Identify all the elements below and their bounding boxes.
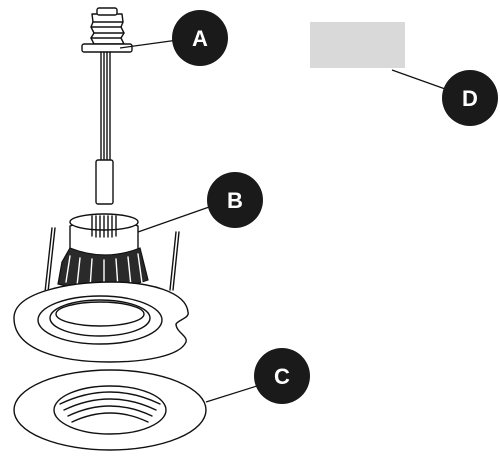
socket-flange	[81, 43, 133, 53]
socket-adapter-part	[81, 7, 133, 205]
socket-tip	[96, 7, 118, 16]
led-module-part	[13, 213, 189, 363]
leader-line-d	[391, 69, 449, 91]
lens-highlight	[55, 301, 145, 327]
callout-b-circle	[207, 172, 263, 228]
heat-sink-fins	[65, 253, 143, 290]
wire-connector	[95, 159, 114, 205]
callout-a-circle	[172, 10, 228, 66]
label-patch	[310, 22, 405, 68]
trim-ring-steps	[59, 391, 161, 423]
socket-thread-body	[90, 13, 125, 45]
trim-ring-inner	[53, 385, 167, 435]
callout-a-label: A	[192, 26, 208, 51]
driver-ribs	[91, 215, 117, 238]
trim-ring-part	[13, 369, 207, 451]
socket-wires	[100, 51, 111, 161]
socket-thread-lines	[90, 21, 125, 39]
callout-a: A	[172, 10, 228, 66]
callout-c: C	[254, 348, 310, 404]
spring-clip-left	[44, 227, 56, 293]
callout-d: D	[442, 70, 498, 126]
callout-c-circle	[254, 348, 310, 404]
lens	[49, 299, 151, 337]
leader-line-a	[119, 39, 179, 49]
callout-d-label: D	[462, 86, 478, 111]
spring-clip-right	[169, 231, 180, 291]
callout-d-circle	[442, 70, 498, 126]
trim-ring-outer	[13, 369, 207, 451]
callout-b: B	[207, 172, 263, 228]
leader-line-c	[205, 384, 261, 403]
leader-line-b	[137, 205, 213, 233]
trim-inner-edge	[37, 295, 163, 345]
callout-c-label: C	[274, 364, 290, 389]
callout-b-label: B	[227, 188, 243, 213]
